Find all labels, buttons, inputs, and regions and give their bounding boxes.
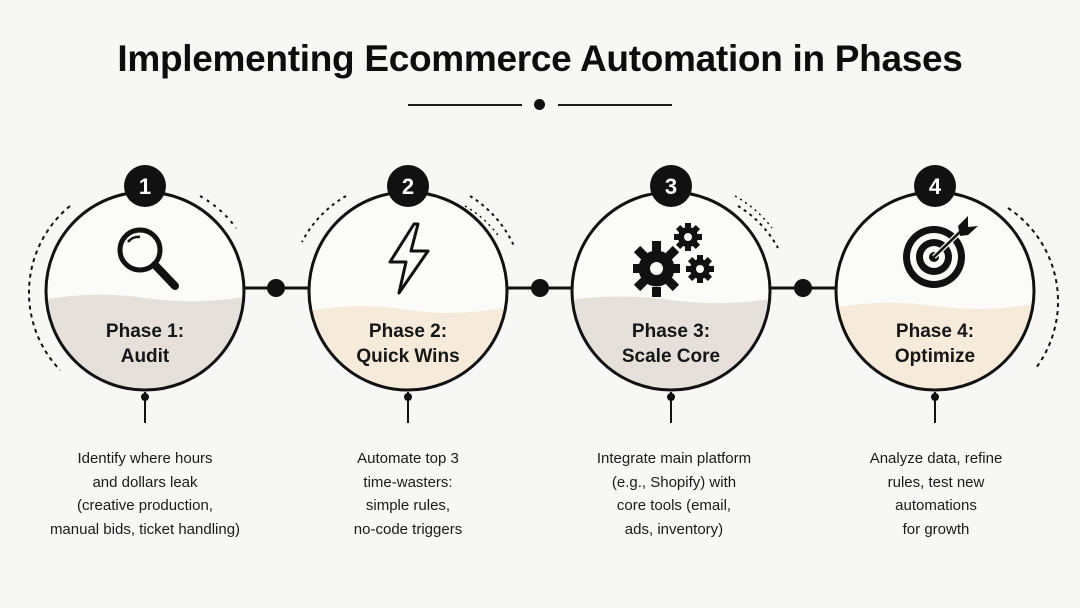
phase-4-title-line2: Optimize [894,346,976,367]
phase-3-description-line: (e.g., Shopify) with [611,473,737,491]
phase-3-description-line: core tools (email, [616,497,732,514]
connector-3-4 [770,279,836,297]
phase-3-outer-arc [737,205,779,249]
gears-icon [633,223,714,297]
phase-1-title-line2: Audit [120,346,170,367]
phase-3-title: Phase 3: Scale Core [591,319,751,369]
phase-1-outer-arc [28,205,71,371]
phase-4-badge [914,165,956,207]
phase-2-badge [387,165,429,207]
phase-1-title-line1: Phase 1: [105,321,185,342]
phase-1-description-line: Identify where hours [77,450,213,467]
phase-1-title: Phase 1: Audit [65,319,225,369]
divider-line-right [558,104,672,106]
title-divider [408,98,672,112]
phase-2-description-line: time-wasters: [363,473,453,491]
connector-1-2 [244,279,309,297]
phase-2-node: 2 [301,165,515,423]
phase-4-description-line: automations [895,497,977,514]
phase-2-description-line: no-code triggers [353,520,463,538]
phase-2-title-line2: Quick Wins [356,346,460,367]
phase-3-title-line2: Scale Core [621,346,721,367]
phase-1-description-line: manual bids, ticket handling) [49,520,241,538]
phase-4-title-line1: Phase 4: [895,321,975,342]
target-icon [903,216,978,288]
phase-4-outer-arc [1007,207,1060,369]
connector-2-3 [507,279,572,297]
phase-2-number: 2 [402,174,414,199]
phase-4-description: Analyze data, refine rules, test new aut… [821,447,1051,541]
divider-dot [534,99,545,110]
phase-1-description: Identify where hours and dollars leak (c… [30,447,260,541]
phase-4-description-line: for growth [902,520,970,538]
phase-4-title: Phase 4: Optimize [855,319,1015,369]
phase-4-number: 4 [929,174,942,199]
phase-4-fill [836,300,1034,390]
phase-2-description: Automate top 3 time-wasters: simple rule… [293,447,523,541]
phase-3-badge [650,165,692,207]
phase-1-number: 1 [139,174,151,199]
phase-2-fill [309,304,507,390]
phase-4-description-line: Analyze data, refine [869,450,1003,467]
phase-2-title: Phase 2: Quick Wins [328,319,488,369]
divider-line-left [408,104,522,106]
magnifying-glass-icon [117,227,179,290]
phase-3-node: 3 [570,165,779,423]
phase-3-description: Integrate main platform (e.g., Shopify) … [559,447,789,541]
phase-2-description-line: Automate top 3 [357,450,459,467]
phase-1-badge [124,165,166,207]
phase-3-description-line: ads, inventory) [624,520,724,538]
phase-4-node: 4 [834,165,1060,423]
phase-1-description-line: and dollars leak [92,473,198,491]
phase-2-description-line: simple rules, [365,497,451,514]
phase-3-title-line1: Phase 3: [631,321,711,342]
phase-4-description-line: rules, test new [887,473,985,491]
phase-1-description-line: (creative production, [77,497,213,514]
phase-2-title-line1: Phase 2: [368,321,448,342]
phase-1-node: 1 [28,165,246,423]
lightning-bolt-icon [388,222,430,295]
phase-1-outer-arc-right [199,195,237,229]
phase-3-description-line: Integrate main platform [596,450,752,467]
page-title: Implementing Ecommerce Automation in Pha… [117,38,963,79]
phase-3-number: 3 [665,174,677,199]
